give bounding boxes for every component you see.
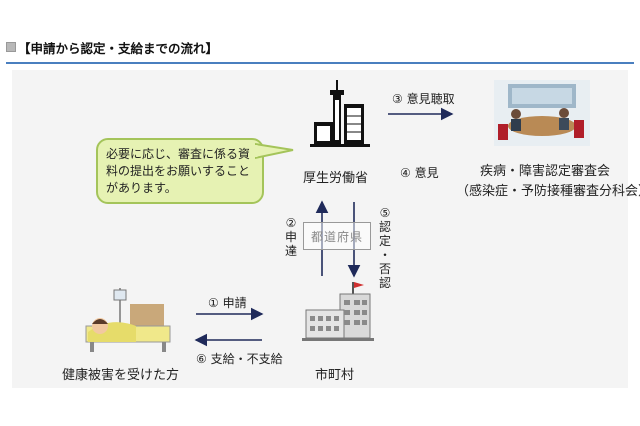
- council-label-line1: 疾病・障害認定審査会: [480, 164, 611, 179]
- prefecture-label: 都道府県: [310, 230, 363, 244]
- callout-line2: 料の提出をお願いすること: [106, 164, 251, 178]
- step6-label: ⑥ 支給・不支給: [196, 352, 283, 366]
- prefecture-box: 都道府県: [303, 222, 371, 250]
- step2-label: ② 申 達: [284, 216, 297, 258]
- callout-line1: 必要に応じ、審査に係る資: [106, 147, 251, 161]
- step3-label: ③ 意見聴取: [392, 92, 455, 106]
- municipality-label: 市町村: [315, 368, 355, 383]
- step1-label: ① 申請: [208, 296, 247, 310]
- ministry-building-icon: [310, 80, 370, 147]
- callout-tail: [255, 142, 294, 160]
- page-title: 【申請から認定・支給までの流れ】: [18, 41, 219, 56]
- callout-line3: があります。: [106, 181, 177, 195]
- step5-label: ⑤ 認 定 ・ 否 認: [378, 206, 391, 290]
- title-bar: 【申請から認定・支給までの流れ】: [6, 38, 634, 68]
- step4-label: ④ 意見: [400, 166, 439, 180]
- ministry-label: 厚生労働省: [303, 171, 369, 186]
- title-divider: [6, 62, 634, 64]
- patient-illustration-icon: [85, 288, 171, 352]
- municipality-building-icon: [302, 282, 374, 341]
- meeting-illustration-icon: [494, 80, 590, 146]
- note-callout: 必要に応じ、審査に係る資 料の提出をお願いすること があります。: [96, 138, 264, 204]
- bullet-square-icon: [6, 42, 16, 52]
- council-label-line2: （感染症・予防接種審査分科会）: [456, 184, 640, 199]
- victim-label: 健康被害を受けた方: [62, 368, 180, 383]
